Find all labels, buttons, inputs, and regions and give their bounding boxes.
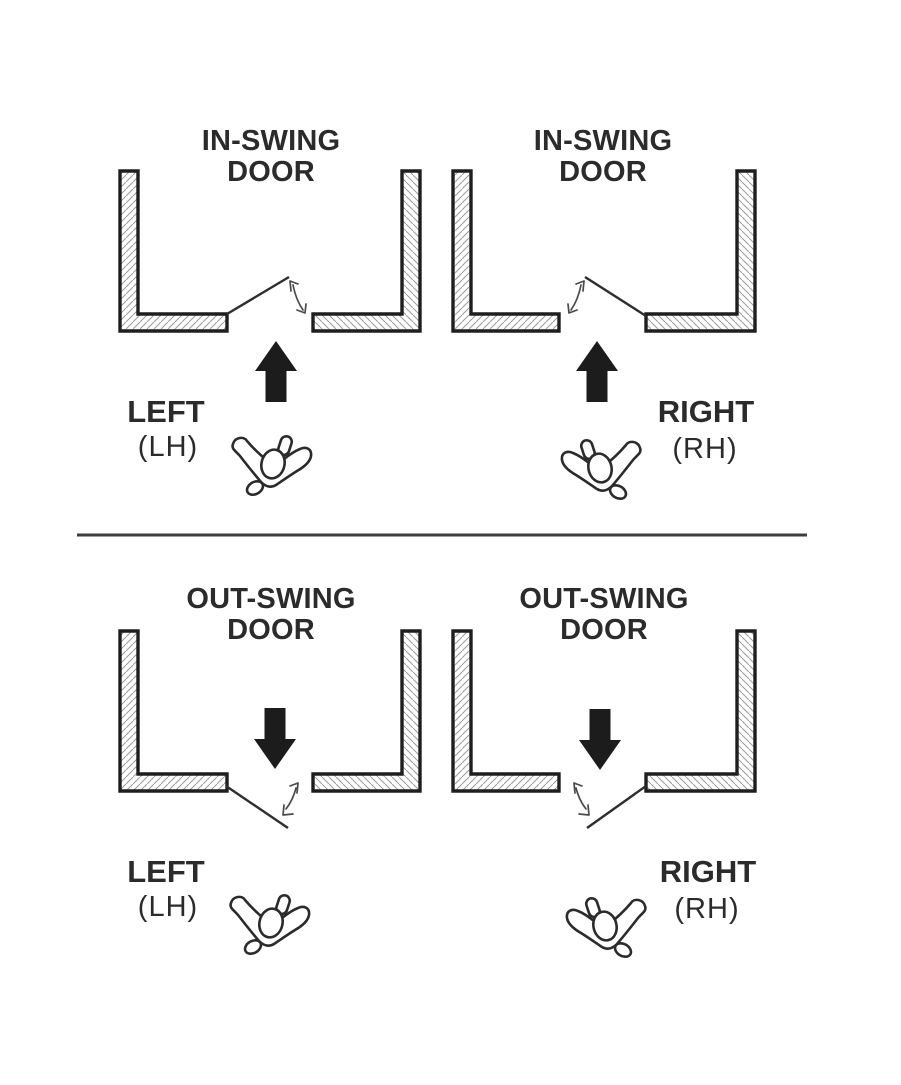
wall-right bbox=[311, 629, 422, 793]
door-swing-arc-icon bbox=[289, 280, 307, 314]
hand-label: LEFT bbox=[127, 394, 205, 429]
wall-right bbox=[311, 169, 422, 333]
panel-title: OUT-SWING DOOR bbox=[186, 584, 355, 646]
hand-label: LEFT bbox=[127, 854, 205, 889]
arrow-down-icon bbox=[254, 708, 296, 769]
hand-label: RIGHT bbox=[659, 854, 757, 889]
wall-left bbox=[118, 629, 229, 793]
hand-code: (RH) bbox=[674, 893, 740, 925]
hand-code: (LH) bbox=[137, 891, 199, 923]
panel-title-line1: IN-SWING bbox=[201, 125, 341, 157]
panel-title: IN-SWING DOOR bbox=[202, 126, 341, 188]
door-swing-arc-icon bbox=[282, 782, 299, 816]
hand-code: (LH) bbox=[137, 431, 199, 463]
door-leaf bbox=[586, 785, 647, 829]
wall-left bbox=[118, 169, 229, 333]
hand-label: RIGHT bbox=[657, 394, 755, 429]
door-leaf bbox=[584, 275, 647, 318]
panel-title-line1: OUT-SWING bbox=[519, 583, 689, 615]
panel-title-line2: DOOR bbox=[227, 614, 315, 646]
in-swing-right-graphics bbox=[451, 169, 757, 503]
arrow-up-icon bbox=[255, 341, 297, 402]
panel-title-line2: DOOR bbox=[560, 614, 648, 646]
wall-right bbox=[644, 629, 757, 793]
panel-title-line2: DOOR bbox=[227, 156, 315, 188]
door-leaf bbox=[225, 785, 289, 829]
person-top-view-icon bbox=[231, 433, 313, 499]
panel-title-line1: OUT-SWING bbox=[186, 583, 356, 615]
wall-left bbox=[451, 629, 561, 793]
wall-left bbox=[451, 169, 561, 333]
panel-title: IN-SWING DOOR bbox=[534, 126, 673, 188]
out-swing-left-graphics bbox=[118, 629, 422, 958]
arrow-down-icon bbox=[579, 709, 621, 770]
door-swing-arc-icon bbox=[573, 782, 590, 816]
wall-right bbox=[644, 169, 757, 333]
person-top-view-icon bbox=[229, 892, 311, 958]
out-swing-right-graphics bbox=[451, 629, 757, 961]
arrow-up-icon bbox=[576, 341, 618, 402]
panel-title: OUT-SWING DOOR bbox=[519, 584, 688, 646]
door-swing-arc-icon bbox=[567, 280, 585, 314]
door-leaf bbox=[226, 275, 290, 316]
panel-title-line2: DOOR bbox=[559, 156, 647, 188]
person-top-view-icon bbox=[565, 895, 647, 961]
person-top-view-icon bbox=[560, 437, 642, 503]
in-swing-left-graphics bbox=[118, 169, 422, 499]
hand-code: (RH) bbox=[672, 433, 738, 465]
panel-title-line1: IN-SWING bbox=[533, 125, 673, 157]
